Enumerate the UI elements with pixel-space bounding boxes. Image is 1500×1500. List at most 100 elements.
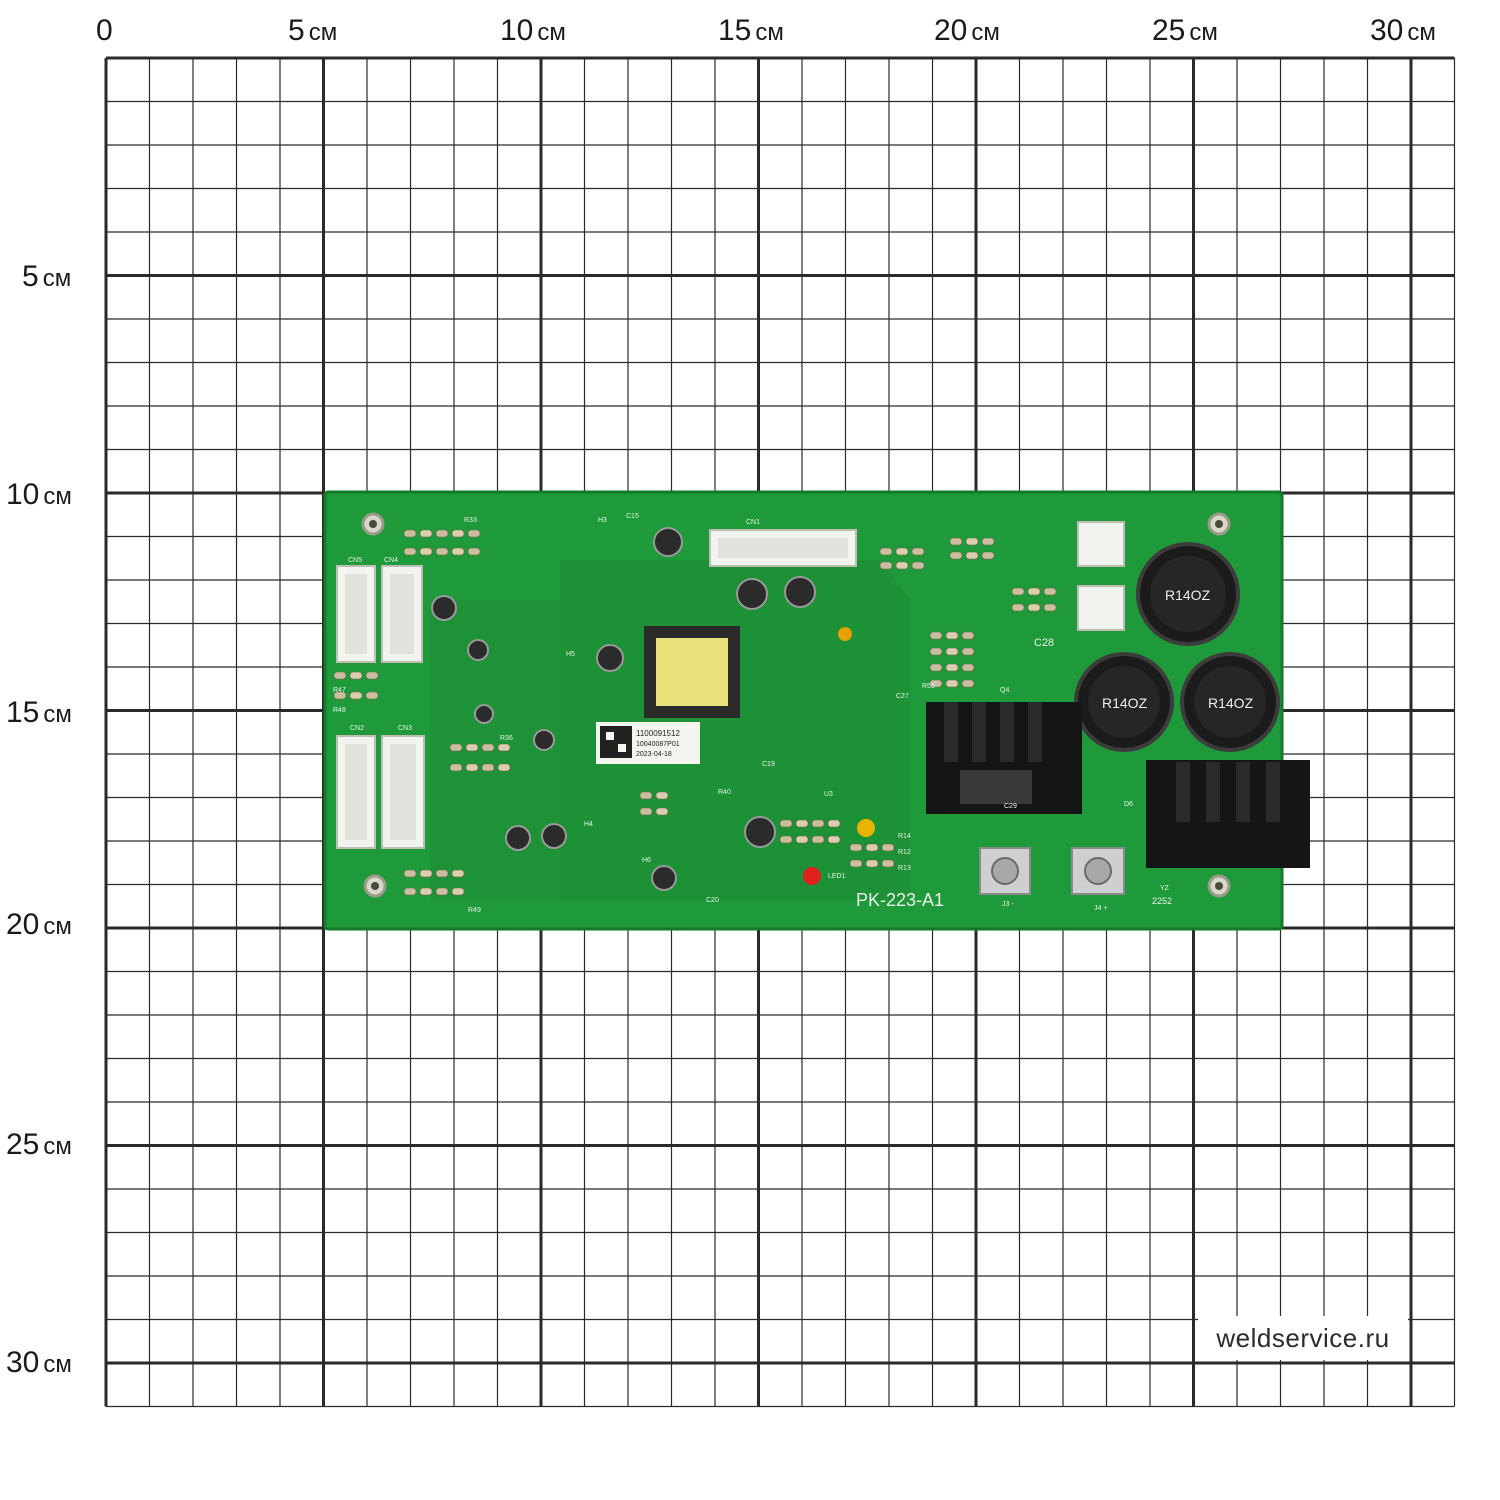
resistor (811, 819, 825, 828)
silk-yz: YZ (1160, 885, 1170, 892)
connector-cn2 (336, 735, 376, 849)
resistor (965, 551, 979, 560)
electrolytic-capacitor (784, 576, 816, 608)
resistor (865, 843, 879, 852)
resistor-array (333, 529, 1057, 896)
silk-q4: Q4 (1000, 687, 1009, 694)
resistor (403, 887, 417, 896)
silk-r13: R13 (898, 865, 911, 872)
silk-c15: C15 (626, 513, 639, 520)
resistor (981, 537, 995, 546)
silk-h3: H3 (598, 517, 607, 524)
silk-cn3: CN3 (398, 725, 412, 732)
resistor (795, 835, 809, 844)
silk-r48: R48 (333, 707, 346, 714)
electrolytic-capacitor (533, 729, 555, 751)
resistor (981, 551, 995, 560)
pcb-board: R14OZ R14OZ R14OZ (323, 490, 1310, 931)
silk-c29: C29 (1004, 803, 1017, 810)
resistor (349, 671, 363, 680)
resistor (945, 631, 959, 640)
watermark-text: weldservice.ru (1216, 1322, 1390, 1353)
resistor (365, 691, 379, 700)
resistor (929, 631, 943, 640)
silk-j4: J4 + (1094, 905, 1107, 912)
resistor (1027, 587, 1041, 596)
silk-r47: R47 (333, 687, 346, 694)
resistor (639, 807, 653, 816)
connector-j-top-right (1077, 521, 1125, 631)
resistor (1011, 587, 1025, 596)
resistor (779, 819, 793, 828)
resistor (435, 547, 449, 556)
silk-c20: C20 (706, 897, 719, 904)
resistor (827, 819, 841, 828)
terminal-j3 (979, 847, 1031, 895)
resistor (639, 791, 653, 800)
qr-label-line1: 1100091512 (636, 729, 680, 738)
resistor (419, 887, 433, 896)
resistor (1027, 603, 1041, 612)
resistor (349, 691, 363, 700)
resistor (895, 561, 909, 570)
electrolytic-capacitor (736, 578, 768, 610)
resistor (449, 763, 463, 772)
silk-r14: R14 (898, 833, 911, 840)
silk-c19: C19 (762, 761, 775, 768)
resistor (467, 529, 481, 538)
capacitor-mark-2: R14OZ (1102, 695, 1148, 711)
resistor (945, 647, 959, 656)
electrolytic-capacitor (505, 825, 531, 851)
silk-r36: R36 (500, 735, 513, 742)
resistor (911, 561, 925, 570)
resistor (451, 547, 465, 556)
resistor (451, 529, 465, 538)
capacitor-yellow (857, 819, 875, 837)
resistor (849, 859, 863, 868)
resistor (881, 859, 895, 868)
resistor (365, 671, 379, 680)
resistor (655, 791, 669, 800)
silk-h6: H6 (642, 857, 651, 864)
resistor (481, 743, 495, 752)
electrolytic-capacitor (596, 644, 624, 672)
resistor (465, 763, 479, 772)
led-red (803, 867, 821, 885)
resistor (911, 547, 925, 556)
resistor (929, 647, 943, 656)
silk-cn2: CN2 (350, 725, 364, 732)
capacitor-orange (838, 627, 852, 641)
resistor (1011, 603, 1025, 612)
resistor (879, 547, 893, 556)
qr-label-line2: 10040087P01 (636, 741, 680, 748)
resistor (403, 547, 417, 556)
connector-cn4 (381, 565, 423, 663)
resistor (929, 663, 943, 672)
resistor (1043, 587, 1057, 596)
resistor (779, 835, 793, 844)
resistor (481, 763, 495, 772)
silk-r55: R55 (922, 683, 935, 690)
watermark-box: weldservice.ru (1198, 1316, 1408, 1360)
resistor (419, 869, 433, 878)
silk-r49: R49 (468, 907, 481, 914)
silk-date-code: 2252 (1152, 896, 1172, 906)
heatsink-1 (926, 702, 1082, 814)
resistor (965, 537, 979, 546)
heatsink-2 (1146, 760, 1310, 868)
resistor (881, 843, 895, 852)
resistor (419, 529, 433, 538)
connector-cn5 (336, 565, 376, 663)
resistor (655, 807, 669, 816)
electrolytic-capacitor (541, 823, 567, 849)
